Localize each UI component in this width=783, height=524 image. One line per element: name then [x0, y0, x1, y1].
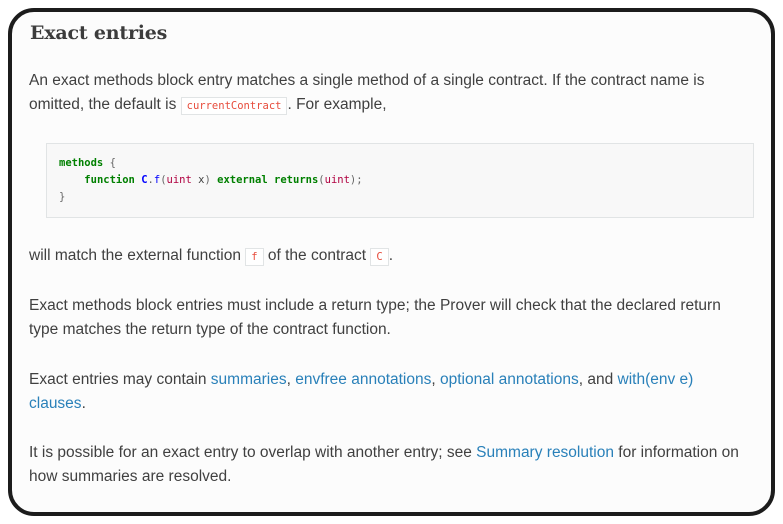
code-open-brace: { [103, 157, 116, 169]
paragraph-contents: Exact entries may contain summaries, env… [29, 368, 744, 416]
code-dot: . [147, 174, 154, 186]
match-text-end: . [388, 247, 394, 264]
separator: , and [578, 371, 618, 388]
inline-code-f: f [245, 248, 264, 266]
inline-code-current-contract: currentContract [180, 97, 288, 115]
code-keyword-external: external [217, 174, 268, 186]
code-param-name: x [191, 174, 205, 186]
document-frame: Exact entries An exact methods block ent… [8, 8, 775, 516]
overlap-text-end: for information on how summaries are res… [29, 444, 739, 485]
paragraph-overlap: It is possible for an exact entry to ove… [29, 441, 744, 489]
code-method-name: f [153, 174, 161, 186]
separator: , [286, 371, 296, 388]
paragraph-intro: An exact methods block entry matches a s… [29, 69, 744, 118]
code-param-type: uint [166, 174, 192, 186]
link-summaries[interactable]: summaries [210, 371, 287, 388]
code-ret-paren-close: ); [349, 174, 363, 186]
link-optional-annotations[interactable]: optional annotations [439, 371, 579, 388]
match-text-middle: of the contract [263, 247, 371, 264]
separator: , [431, 371, 440, 388]
code-keyword-returns: returns [274, 174, 319, 186]
paragraph-return-type: Exact methods block entries must include… [29, 297, 721, 338]
code-block: methods { function C.f(uint x) external … [46, 143, 754, 218]
code-listing: methods { function C.f(uint x) external … [59, 155, 363, 206]
match-text: will match the external function [29, 247, 246, 264]
code-paren-close: ) [204, 174, 211, 186]
section-heading: Exact entries [30, 22, 168, 44]
code-contract-name: C [141, 174, 148, 186]
code-ret-paren-open: ( [318, 174, 325, 186]
code-paren-open: ( [160, 174, 167, 186]
overlap-text: It is possible for an exact entry to ove… [29, 444, 477, 461]
contents-text-end: . [81, 395, 86, 412]
code-keyword-function: function [84, 174, 135, 186]
intro-text-end: . For example, [287, 96, 387, 113]
link-with-env-clauses[interactable]: with(env e) clauses [29, 371, 694, 412]
code-close-brace: } [59, 191, 66, 203]
inline-code-c: C [370, 248, 389, 266]
contents-text: Exact entries may contain [29, 371, 211, 388]
link-envfree-annotations[interactable]: envfree annotations [295, 371, 432, 388]
intro-text: An exact methods block entry matches a s… [29, 72, 705, 113]
code-return-type: uint [324, 174, 350, 186]
link-summary-resolution[interactable]: Summary resolution [476, 444, 614, 461]
code-keyword-methods: methods [59, 157, 104, 169]
code-indent [59, 174, 84, 186]
paragraph-match: will match the external function f of th… [29, 244, 744, 269]
